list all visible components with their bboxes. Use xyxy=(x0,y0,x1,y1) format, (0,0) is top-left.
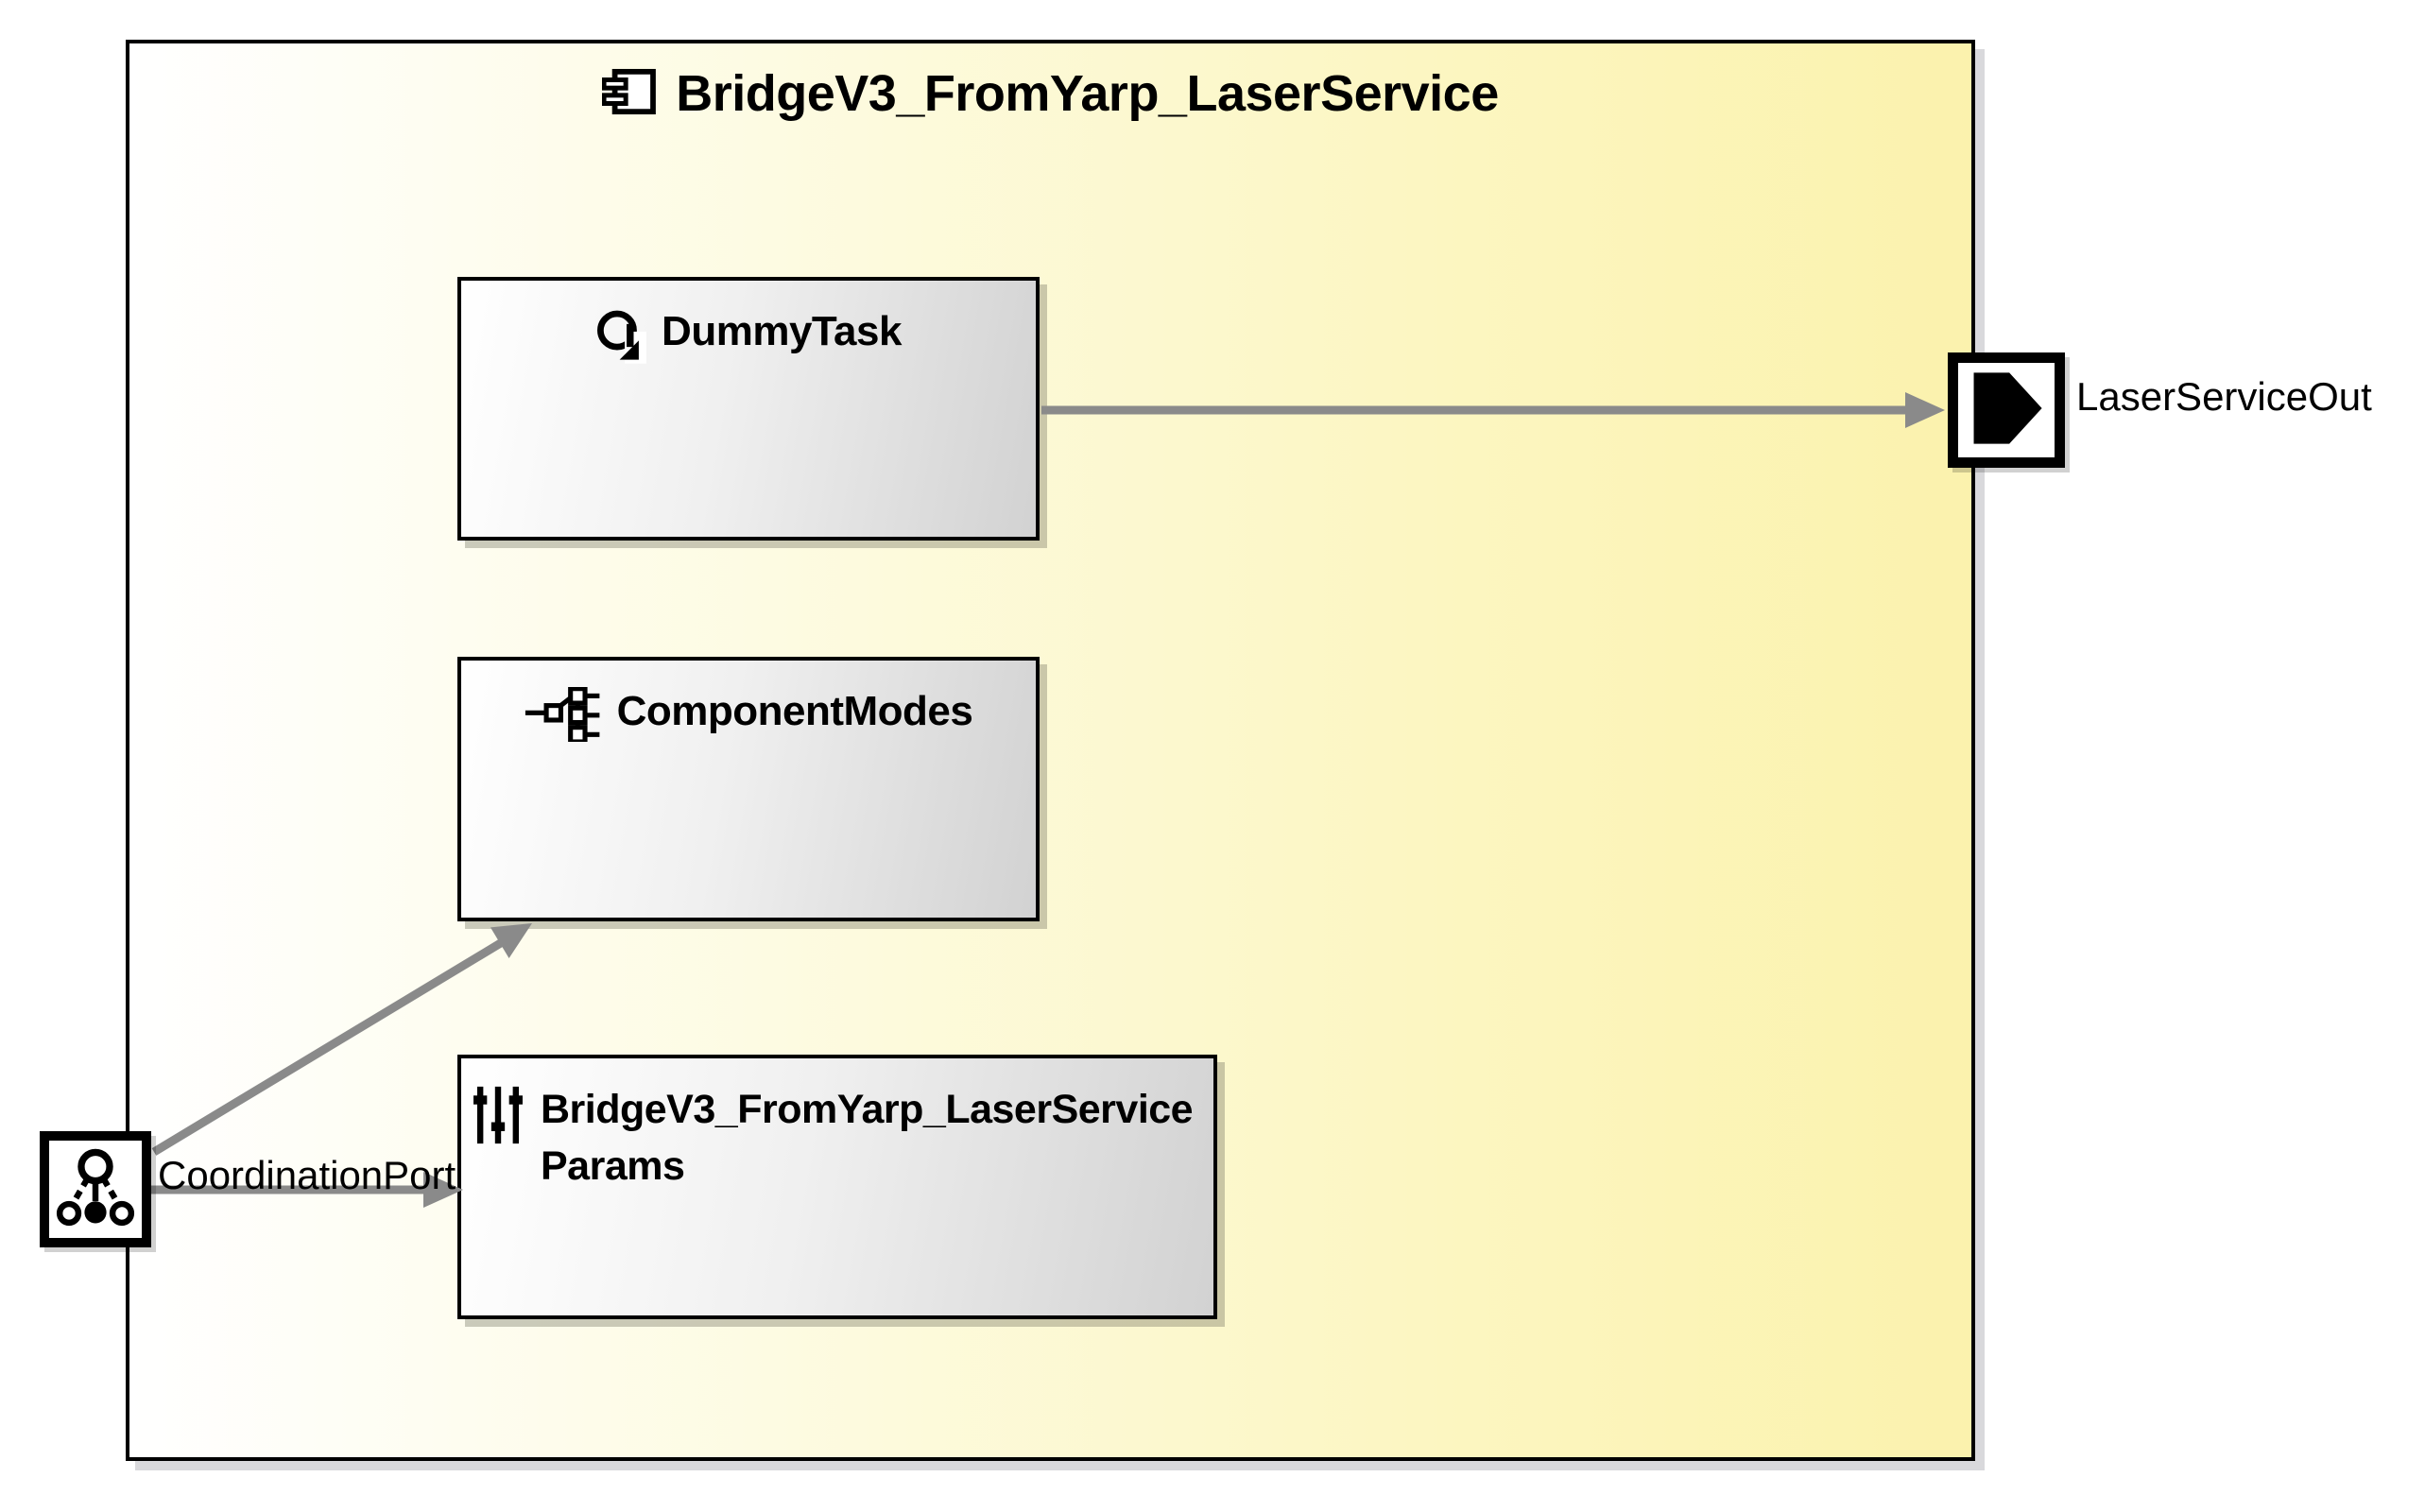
component-label-line2: Params xyxy=(541,1143,685,1189)
uml-component-icon xyxy=(601,68,657,120)
component-box-dummytask[interactable]: DummyTask xyxy=(457,277,1040,541)
modes-tree-icon xyxy=(525,686,602,757)
diagram-title: BridgeV3_FromYarp_LaserService xyxy=(676,65,1499,122)
container-title-row: BridgeV3_FromYarp_LaserService xyxy=(129,64,1971,123)
component-box-params[interactable]: BridgeV3_FromYarp_LaserService Params xyxy=(457,1055,1217,1319)
component-label-line1: BridgeV3_FromYarp_LaserService xyxy=(541,1087,1194,1132)
params-sliders-icon xyxy=(471,1085,525,1160)
component-label: ComponentModes xyxy=(616,688,973,734)
port-label-laserserviceout: LaserServiceOut xyxy=(2076,374,2372,419)
port-laserserviceout[interactable] xyxy=(1948,352,2065,468)
task-loop-icon xyxy=(595,307,647,379)
port-label-coordinationport: CoordinationPort xyxy=(158,1153,456,1197)
port-coordinationport[interactable] xyxy=(40,1131,151,1247)
coordination-port-icon xyxy=(55,1144,136,1234)
component-label: DummyTask xyxy=(662,308,902,354)
component-box-componentmodes[interactable]: ComponentModes xyxy=(457,657,1040,921)
out-port-pentagon-icon xyxy=(1962,364,2051,457)
